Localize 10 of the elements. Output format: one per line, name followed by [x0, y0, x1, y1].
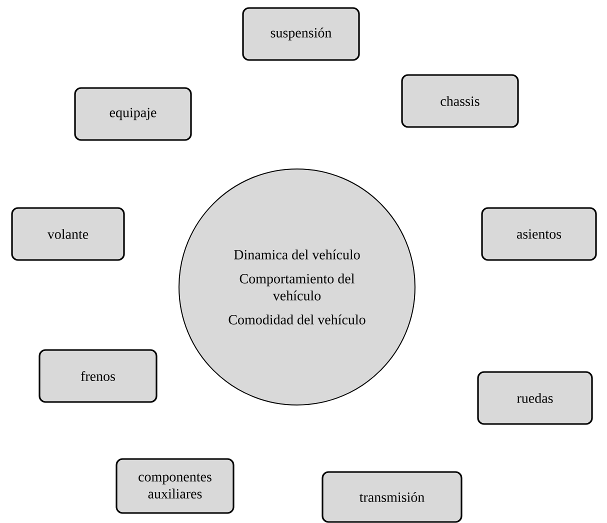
- component-box: frenos: [38, 349, 158, 403]
- component-box: transmisión: [322, 471, 462, 523]
- component-box: volante: [11, 207, 125, 261]
- component-box: ruedas: [477, 371, 593, 425]
- circle-node: Dinamica del vehículo Comportamiento del vehículo Comodidad del vehículo: [178, 168, 416, 406]
- component-box: componentes auxiliares: [116, 458, 234, 514]
- component-box: chassis: [401, 74, 519, 128]
- component-box: suspensión: [242, 7, 360, 61]
- component-box: asientos: [481, 207, 597, 261]
- component-box: equipaje: [74, 87, 192, 141]
